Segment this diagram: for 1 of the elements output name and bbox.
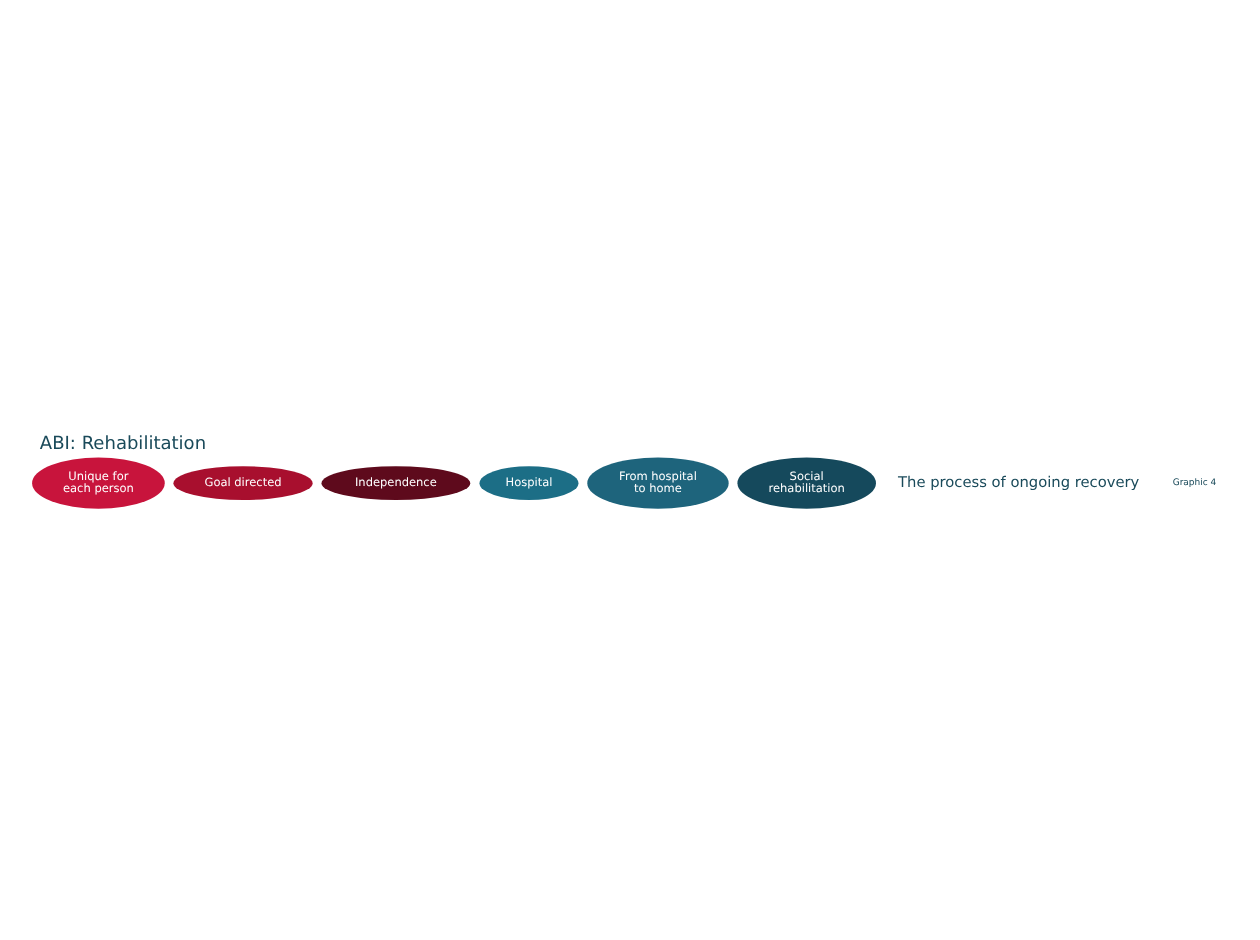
diagram-title: ABI: Rehabilitation	[39, 435, 207, 456]
